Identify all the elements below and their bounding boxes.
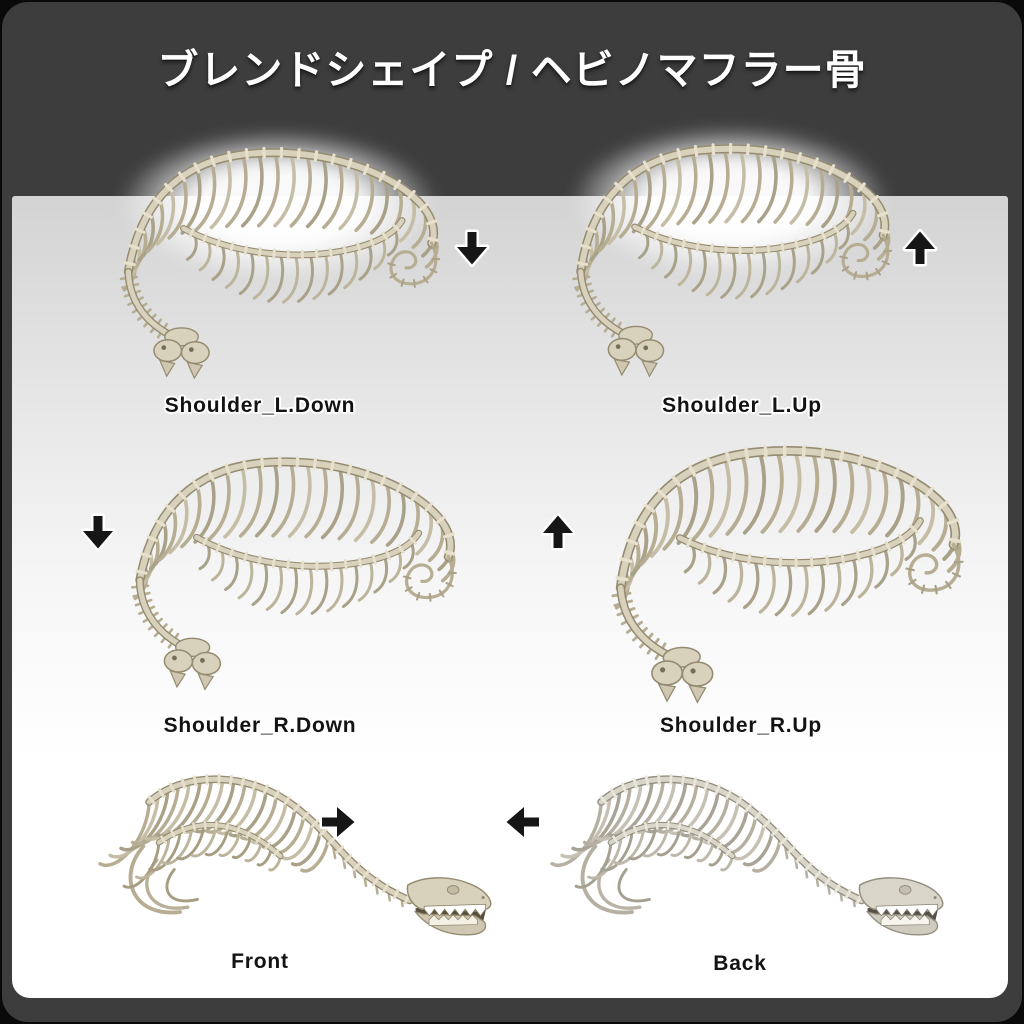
arrow-right-icon — [318, 802, 358, 842]
snake-scarf-skeleton-art — [549, 123, 912, 388]
figure-shoulder-r-up — [570, 428, 1000, 710]
arrow-up-icon — [538, 512, 578, 552]
snake-side-skeleton-art — [86, 746, 498, 968]
figure-label-shoulder-l-up: Shoulder_L.Up — [662, 394, 822, 417]
figure-label-shoulder-l-down: Shoulder_L.Down — [164, 394, 356, 417]
figure-label-back: Back — [713, 952, 767, 975]
arrow-left-icon — [503, 802, 543, 842]
figure-label-front: Front — [231, 950, 289, 973]
snake-side-skeleton-art — [536, 746, 952, 968]
arrow-up-icon — [900, 228, 940, 268]
page-title: ブレンドシェイプ / ヘビノマフラー骨 — [157, 47, 867, 93]
snake-scarf-skeleton-art — [110, 437, 475, 705]
snake-scarf-skeleton-art — [565, 421, 1005, 718]
figure-label-shoulder-r-down: Shoulder_R.Down — [163, 714, 357, 737]
figure-label-shoulder-r-up: Shoulder_R.Up — [659, 714, 823, 737]
figure-front — [86, 746, 498, 968]
figure-shoulder-r-down — [112, 440, 472, 702]
arrow-down-icon — [78, 512, 118, 552]
snake-scarf-skeleton-art — [100, 132, 456, 388]
figure-shoulder-l-up — [524, 104, 936, 384]
arrow-down-icon — [452, 228, 492, 268]
figure-shoulder-l-down — [72, 108, 484, 388]
figure-back — [536, 746, 952, 968]
